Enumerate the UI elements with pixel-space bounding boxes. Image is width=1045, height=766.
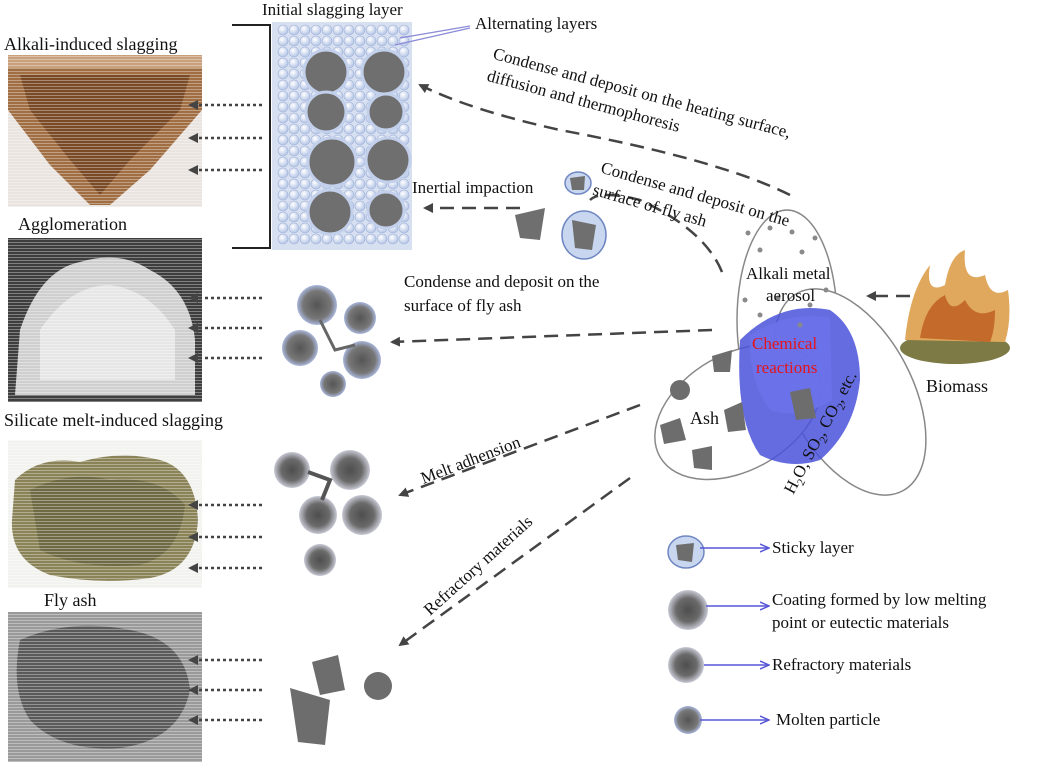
silicate-slagging-label: Silicate melt-induced slagging (4, 410, 223, 430)
legend-refractory: Refractory materials (772, 655, 912, 674)
chemical-reactions-line2: reactions (756, 358, 818, 377)
ash-particles (660, 350, 816, 470)
molten-particle-icon (674, 706, 702, 734)
reaction-ellipses (654, 209, 927, 496)
legend-coating-line1: Coating formed by low melting (772, 590, 987, 609)
legend-icons (667, 535, 708, 734)
inertial-particles (515, 171, 607, 260)
melt-cluster (274, 450, 382, 576)
alternating-layers-pointer (399, 25, 471, 39)
sticky-layer-icon (667, 535, 705, 569)
photo-alkali-slagging (8, 55, 202, 207)
coating-icon (668, 590, 708, 630)
alternating-layers-label: Alternating layers (475, 14, 598, 33)
photo-fly-ash (8, 612, 202, 762)
photo-silicate-slagging (8, 440, 202, 588)
legend-molten-particle: Molten particle (776, 710, 881, 729)
legend-sticky-layer: Sticky layer (772, 538, 854, 557)
dashed-pathways (390, 83, 910, 647)
deposit-layer (272, 22, 412, 250)
dotted-arrows-slagging (188, 100, 262, 725)
chemical-reactions-line1: Chemical (752, 334, 818, 353)
aerosol-label-line2: aerosol (766, 286, 816, 305)
alkali-slagging-label: Alkali-induced slagging (4, 34, 178, 54)
biomass-fire-icon (900, 250, 1010, 364)
refractory-particles (290, 655, 392, 745)
ash-label: Ash (690, 408, 720, 428)
initial-layer-label: Initial slagging layer (262, 0, 403, 19)
legend-coating-line2: point or eutectic materials (772, 613, 950, 632)
inertial-impaction-label: Inertial impaction (412, 178, 534, 197)
biomass-label: Biomass (926, 376, 989, 396)
agglomeration-label: Agglomeration (18, 214, 127, 234)
photo-agglomeration (8, 238, 202, 402)
fly-ash-label: Fly ash (44, 590, 97, 610)
condense-flyash-mid-line1: Condense and deposit on the (404, 272, 600, 291)
aerosol-label-line1: Alkali metal (746, 264, 831, 283)
agglomerate-cluster (282, 285, 381, 397)
condense-flyash-mid-line2: surface of fly ash (404, 296, 522, 315)
aerosol-dots (742, 225, 829, 328)
legend-arrows (700, 548, 768, 720)
slagging-bracket (232, 24, 271, 249)
refractory-icon (668, 647, 704, 683)
